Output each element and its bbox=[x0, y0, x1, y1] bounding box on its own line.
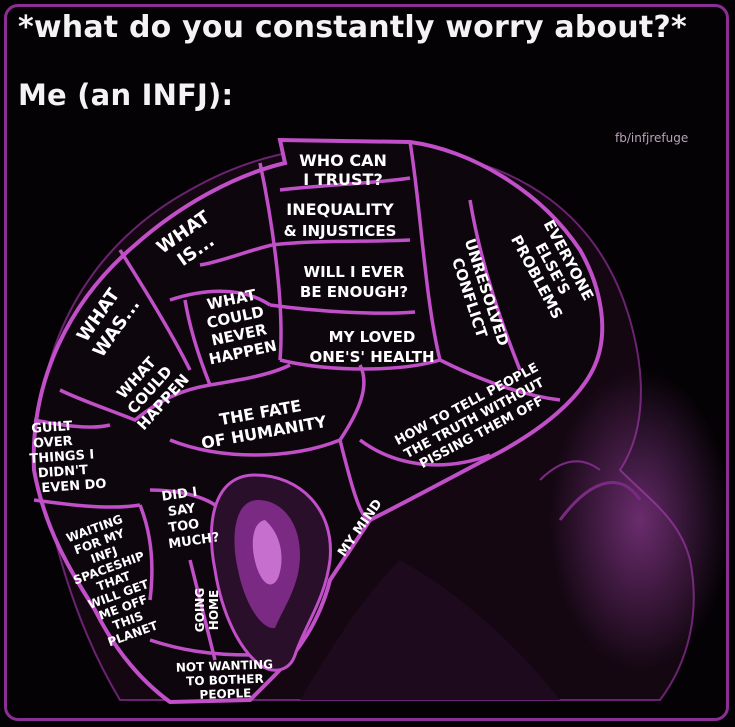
label-did-i-say: DID I SAY TOO MUCH? bbox=[161, 485, 221, 552]
did-i-line-1: DID I bbox=[161, 485, 199, 505]
guilt-line-2: OVER bbox=[33, 434, 74, 452]
guilt-line-4: DIDN'T bbox=[37, 463, 88, 481]
label-inequality: INEQUALITY & INJUSTICES bbox=[284, 200, 397, 240]
not-wanting-line-3: PEOPLE bbox=[199, 686, 251, 702]
region-dividers bbox=[33, 141, 561, 661]
going-home-line-1: GOING bbox=[193, 588, 207, 632]
will-i-ever-line-2: BE ENOUGH? bbox=[300, 283, 408, 301]
label-not-wanting: NOT WANTING TO BOTHER PEOPLE bbox=[176, 657, 274, 702]
face-glow bbox=[550, 370, 730, 670]
not-wanting-line-1: NOT WANTING bbox=[176, 657, 274, 674]
guilt-line-3: THINGS I bbox=[29, 447, 95, 466]
neck-shadow bbox=[300, 560, 560, 700]
label-guilt: GUILT OVER THINGS I DIDN'T EVEN DO bbox=[29, 419, 107, 497]
purple-border bbox=[4, 4, 729, 721]
brain-outline bbox=[31, 137, 605, 705]
loved-ones-line-1: MY LOVED bbox=[329, 328, 416, 346]
going-home-line-2: HOME bbox=[207, 590, 221, 630]
cheek-line bbox=[558, 481, 642, 521]
did-i-line-4: MUCH? bbox=[168, 530, 221, 552]
loved-ones-line-2: ONE'S' HEALTH bbox=[309, 348, 434, 366]
ear-icon bbox=[209, 473, 332, 672]
did-i-line-2: SAY bbox=[167, 501, 197, 520]
label-will-i-ever: WILL I EVER BE ENOUGH? bbox=[300, 263, 408, 301]
not-wanting-line-2: TO BOTHER bbox=[186, 672, 264, 689]
who-can-line-1: WHO CAN bbox=[299, 151, 387, 170]
did-i-line-3: TOO bbox=[168, 517, 201, 536]
who-can-line-2: I TRUST? bbox=[303, 170, 382, 189]
guilt-line-1: GUILT bbox=[31, 419, 73, 437]
will-i-ever-line-1: WILL I EVER bbox=[304, 263, 405, 281]
answer-prefix: Me (an INFJ): bbox=[18, 78, 234, 112]
label-who-can-trust: WHO CAN I TRUST? bbox=[299, 151, 387, 189]
inequality-line-1: INEQUALITY bbox=[286, 200, 394, 219]
question-heading: *what do you constantly worry about?* bbox=[18, 10, 687, 45]
label-going-home: GOING HOME bbox=[193, 588, 221, 632]
cheek-detail bbox=[539, 460, 601, 481]
guilt-line-5: EVEN DO bbox=[41, 477, 107, 497]
credit-text: fb/infjrefuge bbox=[615, 131, 689, 145]
inequality-line-2: & INJUSTICES bbox=[284, 222, 397, 240]
label-loved-ones: MY LOVED ONE'S' HEALTH bbox=[309, 328, 434, 366]
